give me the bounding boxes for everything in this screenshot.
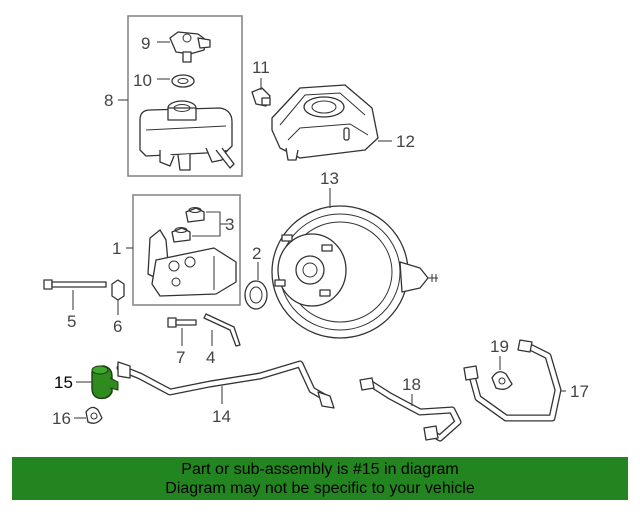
callout-14: 14 xyxy=(212,407,231,426)
part-17-hose[interactable] xyxy=(463,339,562,422)
part-16-clamp[interactable] xyxy=(85,406,103,424)
reservoir-group-box xyxy=(127,15,243,177)
part-15-check-valve[interactable] xyxy=(91,365,119,400)
callout-8: 8 xyxy=(104,91,113,110)
callout-9: 9 xyxy=(141,34,150,53)
callout-15: 15 xyxy=(54,373,73,392)
part-14-vacuum-hose[interactable] xyxy=(116,360,335,409)
banner-line-1: Part or sub-assembly is #15 in diagram xyxy=(181,461,459,478)
callout-13: 13 xyxy=(320,169,339,188)
callout-5: 5 xyxy=(67,312,76,331)
part-6-nut[interactable] xyxy=(111,279,125,301)
part-9-level-sensor[interactable] xyxy=(169,31,211,63)
callout-16: 16 xyxy=(52,409,71,428)
callout-11: 11 xyxy=(252,58,270,77)
callout-1: 1 xyxy=(112,239,121,258)
callout-6: 6 xyxy=(113,317,122,336)
callout-3: 3 xyxy=(225,215,234,234)
info-banner: Part or sub-assembly is #15 in diagram D… xyxy=(12,457,628,500)
part-4-pipe[interactable] xyxy=(203,313,241,347)
part-8-reservoir[interactable] xyxy=(139,100,235,171)
callout-7: 7 xyxy=(176,348,185,367)
part-5-bolt[interactable] xyxy=(43,279,107,290)
parts-diagram: 9 10 8 11 12 13 3 1 2 5 6 7 4 14 15 16 1… xyxy=(43,15,589,442)
master-cylinder-group-box xyxy=(132,194,241,306)
callout-17: 17 xyxy=(570,382,589,401)
callout-2: 2 xyxy=(252,244,261,263)
callout-18: 18 xyxy=(402,375,421,394)
part-2-seal[interactable] xyxy=(244,280,268,310)
leader-lines xyxy=(72,41,566,419)
callout-4: 4 xyxy=(206,348,215,367)
part-11-clip[interactable] xyxy=(251,87,271,107)
part-7-bolt[interactable] xyxy=(167,317,197,328)
callout-19: 19 xyxy=(490,337,509,356)
part-1-master-cylinder[interactable] xyxy=(147,229,237,297)
callout-10: 10 xyxy=(133,71,152,90)
callout-12: 12 xyxy=(396,132,415,151)
banner-line-2: Diagram may not be specific to your vehi… xyxy=(165,480,475,497)
part-19-clip[interactable] xyxy=(491,371,513,390)
part-3-caps[interactable] xyxy=(171,207,205,243)
part-18-hose[interactable] xyxy=(359,377,462,442)
part-12-cover[interactable] xyxy=(271,84,379,161)
part-13-brake-booster[interactable] xyxy=(271,205,438,339)
part-10-seal[interactable] xyxy=(171,74,195,88)
